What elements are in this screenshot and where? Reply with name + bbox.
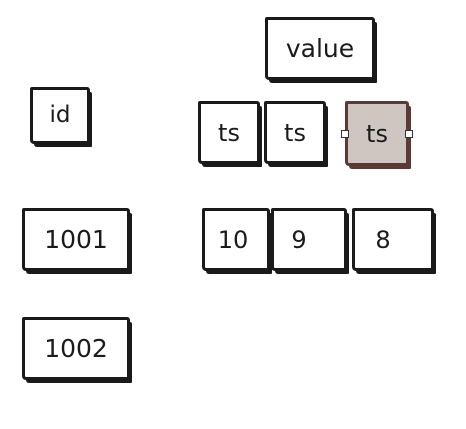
ts-column-header-2[interactable]: ts xyxy=(264,101,326,164)
id-header-box[interactable]: id xyxy=(30,87,90,144)
cell-value: 8 xyxy=(375,225,391,254)
cell-value: 10 xyxy=(217,225,249,254)
ts-column-header-3-selected[interactable]: ts xyxy=(341,101,413,166)
row-key-label: 1002 xyxy=(44,334,108,363)
value-header-box[interactable]: value xyxy=(265,17,375,80)
ts-column-label: ts xyxy=(284,118,306,147)
cell-value: 9 xyxy=(291,225,307,254)
cell-box-1001-2[interactable]: 9 xyxy=(271,208,347,271)
id-header-label: id xyxy=(49,102,71,128)
cell-box-1001-3[interactable]: 8 xyxy=(352,208,434,271)
value-header-label: value xyxy=(285,34,355,63)
resize-handle-right[interactable] xyxy=(405,129,413,138)
ts-column-label: ts xyxy=(218,118,240,147)
resize-handle-left[interactable] xyxy=(341,129,349,138)
ts-column-header-1[interactable]: ts xyxy=(198,101,260,164)
row-key-box-1002[interactable]: 1002 xyxy=(22,317,130,380)
ts-column-label: ts xyxy=(366,119,388,148)
row-key-label: 1001 xyxy=(44,225,108,254)
cell-box-1001-1[interactable]: 10 xyxy=(202,208,270,271)
row-key-box-1001[interactable]: 1001 xyxy=(22,208,130,271)
